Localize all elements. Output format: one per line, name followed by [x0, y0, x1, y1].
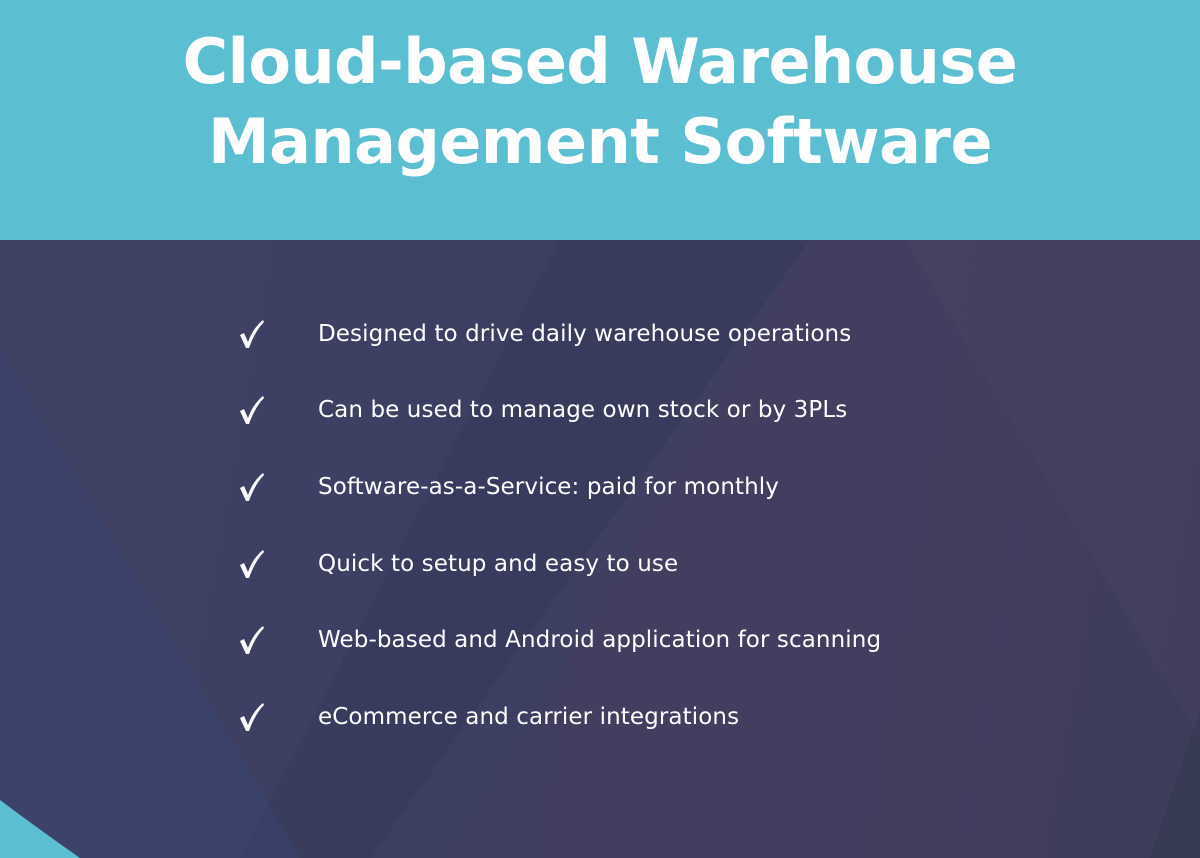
checkmark-icon: [240, 320, 264, 348]
header-banner: Cloud-based Warehouse Management Softwar…: [0, 0, 1200, 240]
features-panel: Designed to drive daily warehouse operat…: [0, 240, 1200, 858]
background-shapes: [0, 240, 1200, 858]
feature-label: Software-as-a-Service: paid for monthly: [318, 474, 780, 500]
bg-polygon-mid-purple: [450, 240, 1200, 858]
bg-polygon-right-light: [905, 240, 1200, 740]
page-title: Cloud-based Warehouse Management Softwar…: [183, 22, 1018, 182]
feature-item: Quick to setup and easy to use: [236, 544, 678, 584]
checkmark-icon: [240, 626, 264, 654]
checkmark-icon: [240, 473, 264, 501]
teal-arc-decoration: [0, 800, 80, 858]
title-line-2: Management Software: [207, 105, 993, 178]
feature-item: Can be used to manage own stock or by 3P…: [236, 390, 847, 430]
bg-polygon-left-blue: [0, 350, 300, 858]
checkmark-icon: [240, 703, 264, 731]
bg-polygon-center-dark: [240, 240, 810, 858]
feature-item: eCommerce and carrier integrations: [236, 697, 739, 737]
feature-label: Designed to drive daily warehouse operat…: [318, 321, 852, 347]
feature-label: Web-based and Android application for sc…: [318, 627, 882, 653]
feature-label: Quick to setup and easy to use: [318, 551, 679, 577]
feature-list: Designed to drive daily warehouse operat…: [0, 240, 1200, 858]
feature-label: eCommerce and carrier integrations: [318, 704, 740, 730]
feature-item: Designed to drive daily warehouse operat…: [236, 314, 851, 354]
title-line-1: Cloud-based Warehouse: [182, 25, 1018, 98]
feature-label: Can be used to manage own stock or by 3P…: [318, 397, 848, 423]
feature-item: Software-as-a-Service: paid for monthly: [236, 467, 779, 507]
checkmark-icon: [240, 396, 264, 424]
checkmark-icon: [240, 550, 264, 578]
bg-polygon-bottom-right: [1150, 710, 1200, 858]
feature-item: Web-based and Android application for sc…: [236, 620, 881, 660]
